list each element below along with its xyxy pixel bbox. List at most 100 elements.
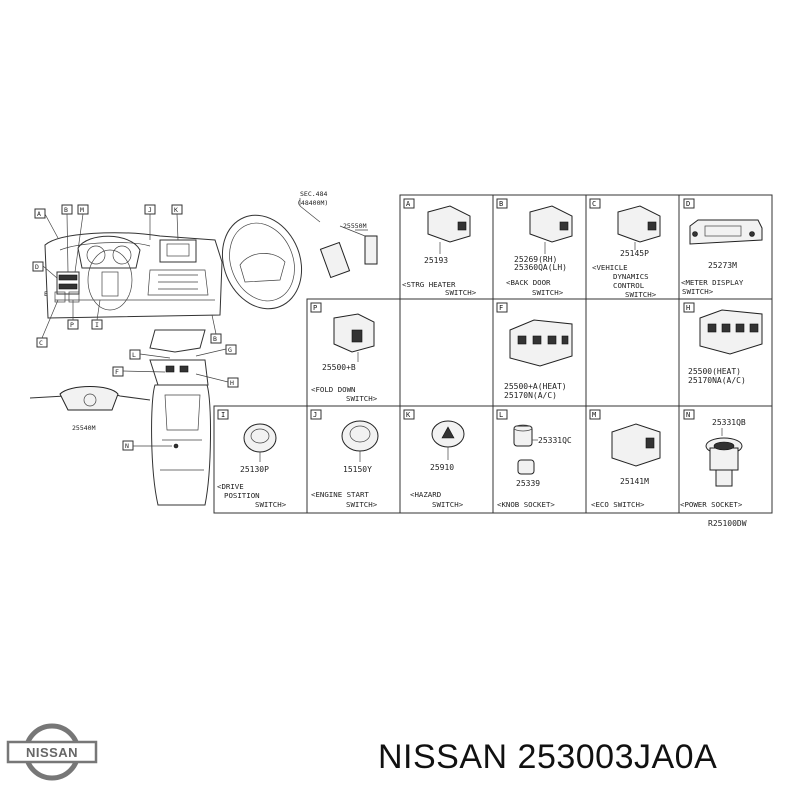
callout-letter: L [132,351,136,359]
switch-button [707,323,717,333]
round-switch [243,423,277,453]
cell-F: F 25500+A(HEAT) 25170N(A/C) [496,302,573,400]
overview-callouts: A B M J K D E C P I B L G F [32,204,239,451]
callout-box [32,261,44,272]
cell-letter-box [589,409,601,420]
climate-switch-part [699,309,763,355]
part-number: 25500+A(HEAT) [504,382,567,391]
socket-knob [517,459,535,475]
cell-letter: L [499,411,503,419]
console-switch [179,365,189,373]
cell-letter: M [592,411,596,419]
part-description: <BACK DOOR [506,278,551,287]
part-description: POSITION [224,491,260,500]
part-number: 25331QB [712,418,746,427]
power-socket-body [709,447,739,471]
console-body [151,384,212,506]
cell-letter-box [683,409,695,420]
part-number: 25331QC [538,436,572,445]
switch-button [647,221,657,231]
callout-box [225,344,237,355]
part-number: 25360QA(LH) [514,263,567,272]
steering-wheel [221,214,303,310]
logo-text: NISSAN [26,745,78,760]
steering-wheel-inner [229,222,295,302]
part-number: 25339 [516,479,540,488]
nissan-logo: NISSAN [6,723,98,781]
part-description: SWITCH> [255,500,287,509]
cell-K: K 25910 <HAZARD SWITCH> [403,409,465,509]
part-description: SWITCH> [432,500,464,509]
switch-button [457,221,467,231]
callout-box [129,349,141,360]
part-number: 25500+B [322,363,356,372]
center-display [159,239,197,263]
callout-box [34,208,46,219]
part-label: 25540M [72,424,96,432]
switch-button [351,329,363,343]
switch-block [58,274,78,281]
switch-button [517,335,527,345]
power-socket-hole [713,441,735,451]
switch-part [617,205,661,243]
cell-B: B 25269(RH) 25360QA(LH) <BACK DOOR SWITC… [496,198,573,297]
cell-letter: N [686,411,690,419]
drawing-code: R25100DW [708,519,747,528]
callout-letter: F [115,368,119,376]
panel-detail [54,291,66,303]
part-description: <ENGINE START [311,490,369,499]
cell-letter-box [310,409,322,420]
gauge [112,245,132,265]
cell-H: H 25500(HEAT) 25170NA(A/C) [683,302,763,385]
callout-letter: B [213,335,217,343]
callout-letter: M [80,206,84,214]
console-line [160,439,204,471]
cell-L: L 25331QC 25339 <KNOB SOCKET> [496,409,572,509]
part-description: SWITCH> [625,290,657,299]
switch-block [58,283,78,290]
eco-switch-part [611,423,661,467]
part-description: <POWER SOCKET> [680,500,743,509]
center-vents [147,269,209,296]
part-description: <FOLD DOWN [311,385,356,394]
callout-letter: K [174,206,178,214]
switch-button [721,323,731,333]
part-description: SWITCH> [346,500,378,509]
console-switch [165,365,175,373]
cell-letter: D [686,200,690,208]
gauge [86,245,106,265]
leader-lines [299,198,368,237]
cell-letter-box [217,409,229,420]
part-description: SWITCH> [682,287,714,296]
callout-letter: C [39,339,43,347]
part-number: 25130P [240,465,269,474]
sec-ref: SEC.484 [300,190,327,198]
combination-switch [59,386,119,411]
part-number: 25910 [430,463,454,472]
knob-socket [513,425,533,447]
part-description: <DRIVE [217,482,244,491]
callout-letter: H [230,379,234,387]
cell-letter-box [683,198,695,209]
center-screen [166,243,190,257]
cell-letter: H [686,304,690,312]
cell-letter-box [589,198,601,209]
display-window [704,225,742,237]
sec-ref: (48400M) [297,199,328,207]
cell-letter-box [683,302,695,313]
callout-letter: E [44,290,48,298]
leader-lines [41,213,229,447]
part-number: 25500(HEAT) [688,367,741,376]
console-top [149,329,206,353]
cell-letter: J [313,411,317,419]
console-tray [164,394,201,431]
part-description: <METER DISPLAY [681,278,744,287]
cell-letter: K [406,411,411,419]
part-description: SWITCH> [445,288,477,297]
cell-letter: C [592,200,596,208]
cell-letter-box [496,198,508,209]
part-number: 25170N(A/C) [504,391,557,400]
callout-letter: G [228,346,232,354]
vent-lines [158,274,198,290]
